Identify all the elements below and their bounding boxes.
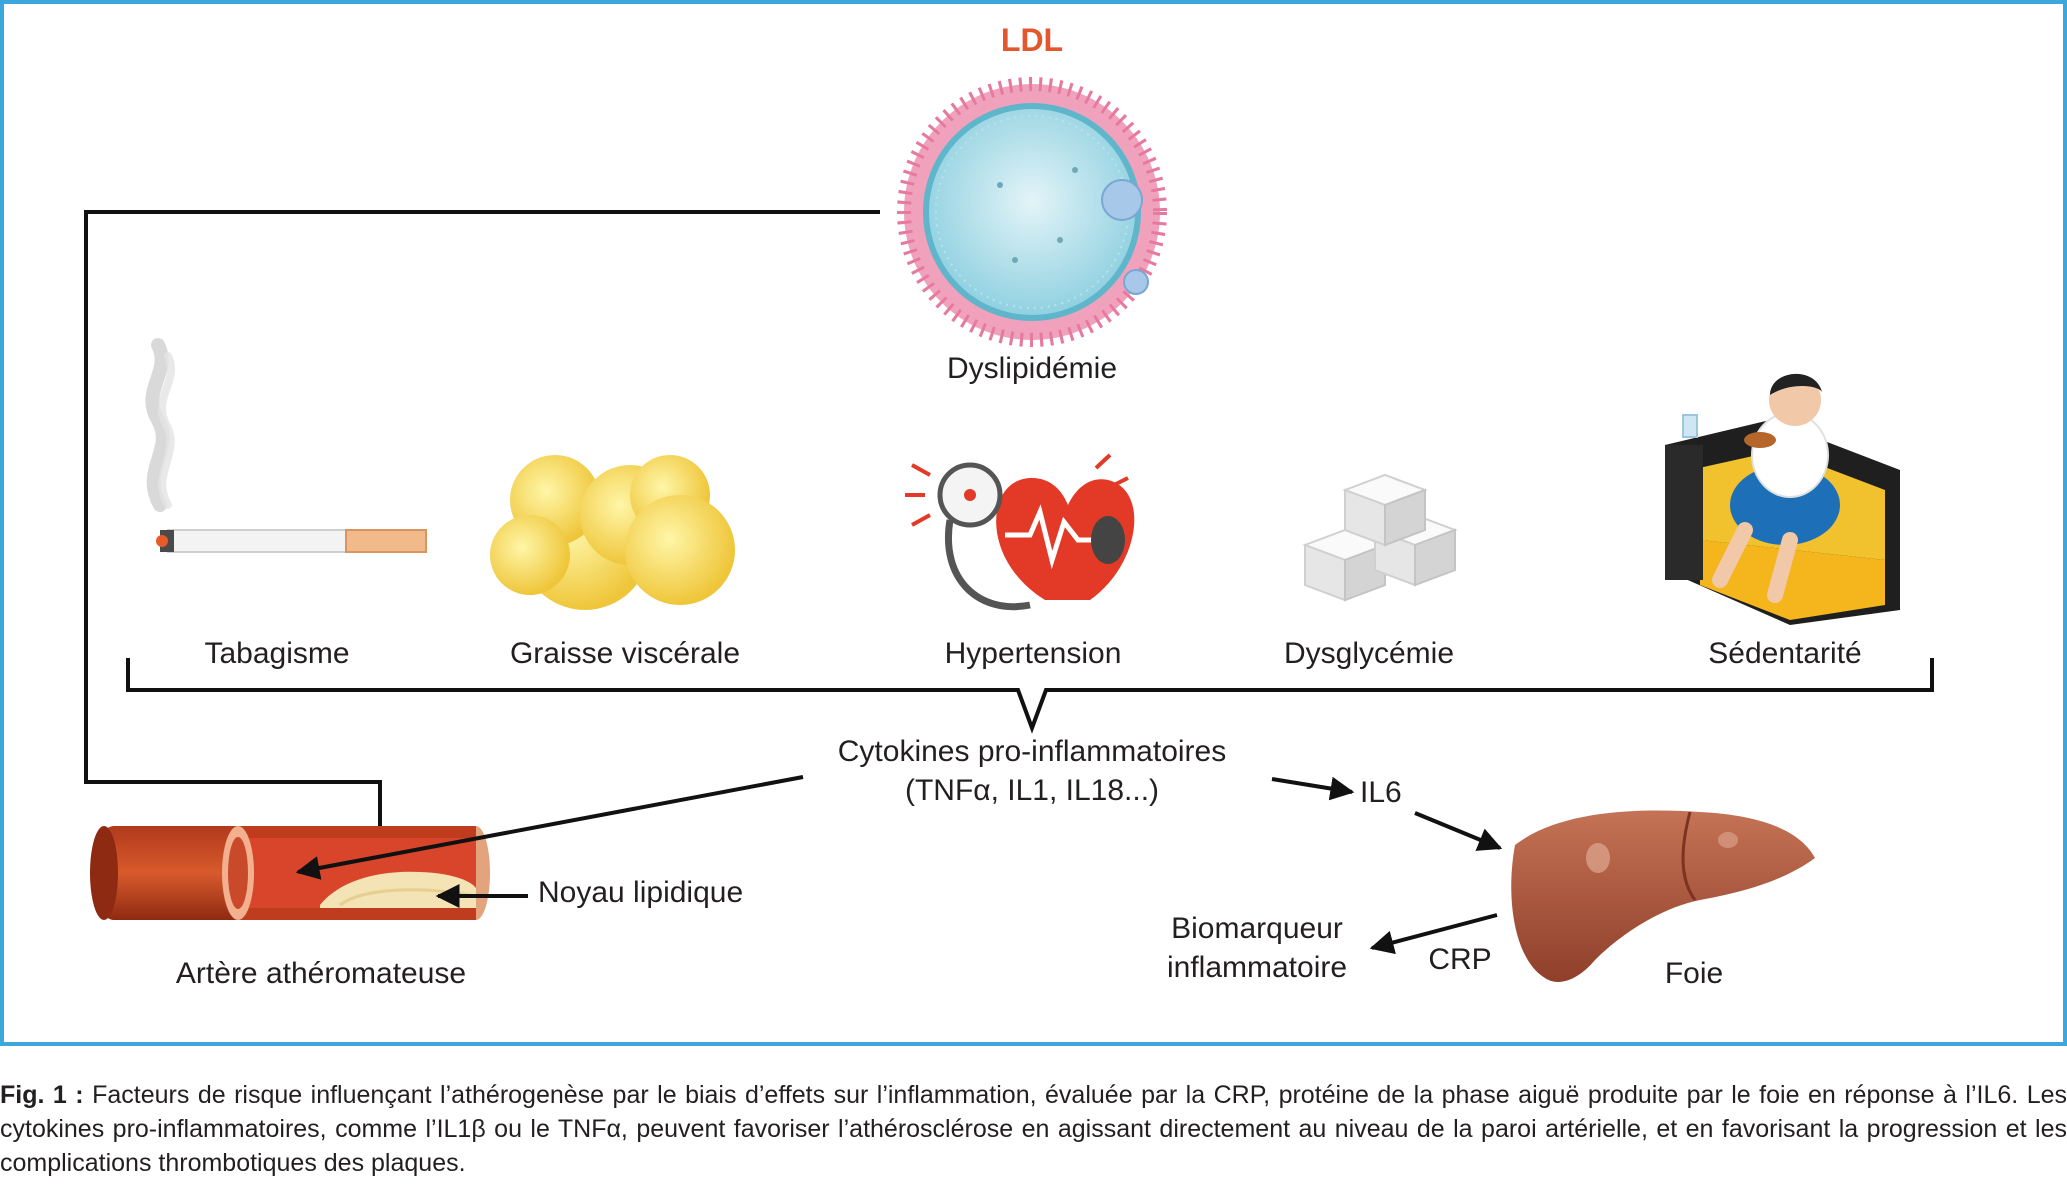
liver-to-biomarker-arrow xyxy=(1369,913,1498,955)
sedentary-person-icon xyxy=(1665,373,1900,625)
sugar-cubes-icon xyxy=(1302,473,1458,602)
artery-label: Artère athéromateuse xyxy=(175,957,467,990)
risk-factor-label-sedentarite: Sédentarité xyxy=(1708,637,1862,670)
il6-label: IL6 xyxy=(1360,776,1402,809)
crp-label: CRP xyxy=(1428,943,1492,976)
cigarette-icon xyxy=(145,338,427,553)
caption-text: Facteurs de risque influençant l’athérog… xyxy=(0,1081,2067,1177)
ldl-particle-icon xyxy=(897,77,1167,347)
cytokines-label: Cytokines pro-inflammatoires xyxy=(837,735,1227,768)
il6-to-liver-arrow xyxy=(1414,811,1503,851)
risk-factor-label-hypertension: Hypertension xyxy=(944,637,1122,670)
visceral-fat-icon xyxy=(490,455,735,610)
ldl-to-artery-arrow xyxy=(84,210,880,881)
lipid-core-label: Noyau lipidique xyxy=(538,876,744,909)
risk-factor-label-tabagisme: Tabagisme xyxy=(204,637,350,670)
ldl-title: LDL xyxy=(1000,22,1064,58)
caption-prefix: Fig. 1 : xyxy=(0,1081,84,1109)
frame xyxy=(0,0,2067,1046)
cytokines-to-il6-arrow xyxy=(1271,776,1355,801)
biomarker-label-line1: Biomarqueur xyxy=(1171,912,1343,945)
dyslipidemia-label: Dyslipidémie xyxy=(946,352,1118,385)
heart-blood-pressure-icon xyxy=(905,453,1135,611)
figure-caption: Fig. 1 : Facteurs de risque influençant … xyxy=(0,1078,2067,1180)
biomarker-label-line2: inflammatoire xyxy=(1166,951,1348,984)
risk-factors-bracket xyxy=(126,658,1934,734)
risk-factor-label-graisse: Graisse viscérale xyxy=(509,637,741,670)
cytokines-examples: (TNFα, IL1, IL18...) xyxy=(904,774,1160,807)
liver-label: Foie xyxy=(1664,957,1724,990)
cytokines-to-artery-arrow xyxy=(295,775,804,880)
liver-icon xyxy=(1511,810,1815,982)
artery-icon xyxy=(90,826,490,920)
risk-factor-label-dysglycemie: Dysglycémie xyxy=(1283,637,1455,670)
